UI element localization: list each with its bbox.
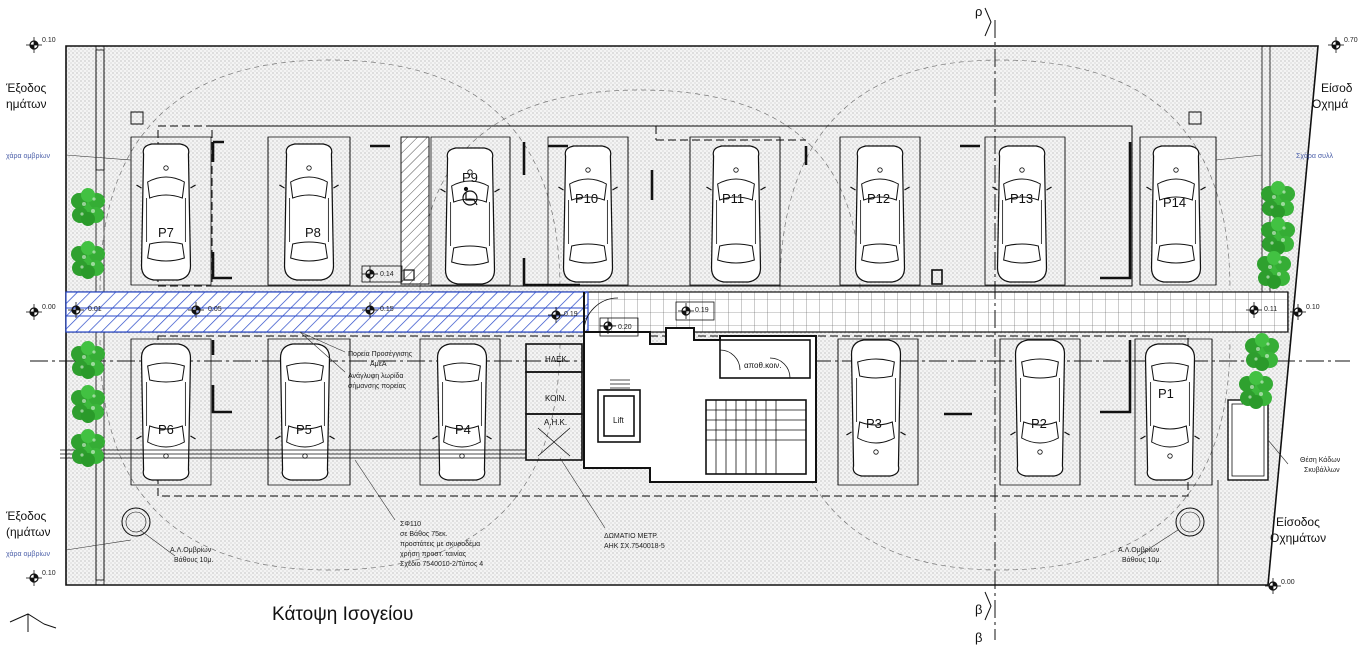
- bins-note: Σκυβάλλων: [1304, 466, 1340, 474]
- parking-label: P14: [1163, 195, 1186, 210]
- soakaway-note: Βάθους 10μ.: [1122, 556, 1161, 564]
- level-value: 0.70: [1344, 37, 1358, 44]
- pipe-note: ΣΦ110: [400, 521, 421, 528]
- level-value: 0.20: [618, 324, 632, 331]
- bins-note: Θέση Κάδων: [1300, 456, 1341, 464]
- bin-area: [1227, 399, 1269, 481]
- plan-title: Κάτοψη Ισογείου: [272, 604, 413, 625]
- parking-label: P5: [296, 422, 312, 437]
- storm-drain-note: χάρα ομβρίων: [6, 550, 50, 558]
- parking-label: P3: [866, 416, 882, 431]
- level-value: 0.19: [564, 311, 578, 318]
- section-mark: β: [975, 630, 982, 645]
- pipe-note: σε Βάθος 75εκ.: [400, 530, 448, 538]
- soakaway-note: Α.Λ.Ομβρίων: [1118, 546, 1160, 554]
- tactile-note: σήμανσης πορείας: [348, 382, 407, 390]
- tactile-note: Ανάγλυφη λωρίδα: [348, 372, 403, 380]
- parking-label: P2: [1031, 416, 1047, 431]
- pipe-note: Σχέδιο 7540010-2/Τύπος 4: [400, 560, 483, 568]
- access-note: ΑμεΑ: [370, 361, 387, 368]
- entry-label: Είσοδ: [1321, 81, 1353, 95]
- maneuver-arcs: [99, 59, 1231, 571]
- level-value: 0.15: [380, 306, 394, 313]
- parking-label: P1: [1158, 386, 1174, 401]
- room-common: ΚΟΙΝ.: [545, 394, 567, 403]
- meter-note: ΑΗΚ ΣΧ.7540018-5: [604, 543, 665, 550]
- level-value: 0.10: [1306, 304, 1320, 311]
- level-value: 0.10: [42, 570, 56, 577]
- parking-label: P12: [867, 191, 890, 206]
- accessible-aisle: [400, 136, 430, 285]
- room-lift: Lift: [613, 416, 624, 425]
- parking-label: P4: [455, 422, 471, 437]
- room-storage: αποθ.κοιν.: [744, 361, 782, 370]
- level-value: 0.00: [42, 304, 56, 311]
- level-value: 0.19: [695, 307, 709, 314]
- storm-drain-note: χάρα ομβρίων: [6, 152, 50, 160]
- parking-label: P7: [158, 225, 174, 240]
- room-electrical: ΗΛΕΚ.: [545, 355, 569, 364]
- level-value: 0.14: [380, 271, 394, 278]
- level-value: 0.05: [208, 306, 222, 313]
- exit-label: Έξοδος: [5, 81, 46, 95]
- exit-label: ημάτων: [6, 97, 46, 111]
- exit-label: (ημάτων: [6, 525, 50, 539]
- access-note: Πορεία Προσέγγισης: [348, 350, 413, 358]
- entry-label: Οχημά: [1312, 97, 1348, 111]
- parking-label: P13: [1010, 191, 1033, 206]
- level-value: 0.00: [1281, 579, 1295, 586]
- parking-label: P8: [305, 225, 321, 240]
- level-value: 0.10: [42, 37, 56, 44]
- section-mark: β: [975, 602, 982, 617]
- meter-note: ΔΩΜΑΤΙΟ ΜΕΤΡ.: [604, 533, 658, 540]
- level-value: 0.11: [1264, 306, 1277, 313]
- accessible-symbol-icon: [462, 186, 478, 206]
- exit-label: Έξοδος: [5, 509, 46, 523]
- pipe-note: χρήση προστ. ταινίας: [400, 550, 467, 558]
- soakaway-note: Βάθους 10μ.: [174, 556, 213, 564]
- soakaway-note: Α.Λ.Ομβρίων: [170, 546, 212, 554]
- room-ahk: Α.Η.Κ.: [544, 418, 567, 427]
- pipe-note: προστάτεις με σκυροδέμα: [400, 540, 480, 548]
- level-value: 0.01: [88, 306, 102, 313]
- parking-label: P11: [722, 191, 744, 206]
- parking-label: P9: [462, 170, 478, 185]
- entry-label: Είσοδος: [1276, 515, 1320, 529]
- storm-drain-note: Σχάρα συλλ: [1296, 152, 1333, 160]
- parking-label: P6: [158, 422, 174, 437]
- tactile-strip: [65, 291, 589, 333]
- entry-label: Οχημάτων: [1270, 531, 1326, 545]
- parking-label: P10: [575, 191, 598, 206]
- section-mark: ρ: [975, 4, 982, 19]
